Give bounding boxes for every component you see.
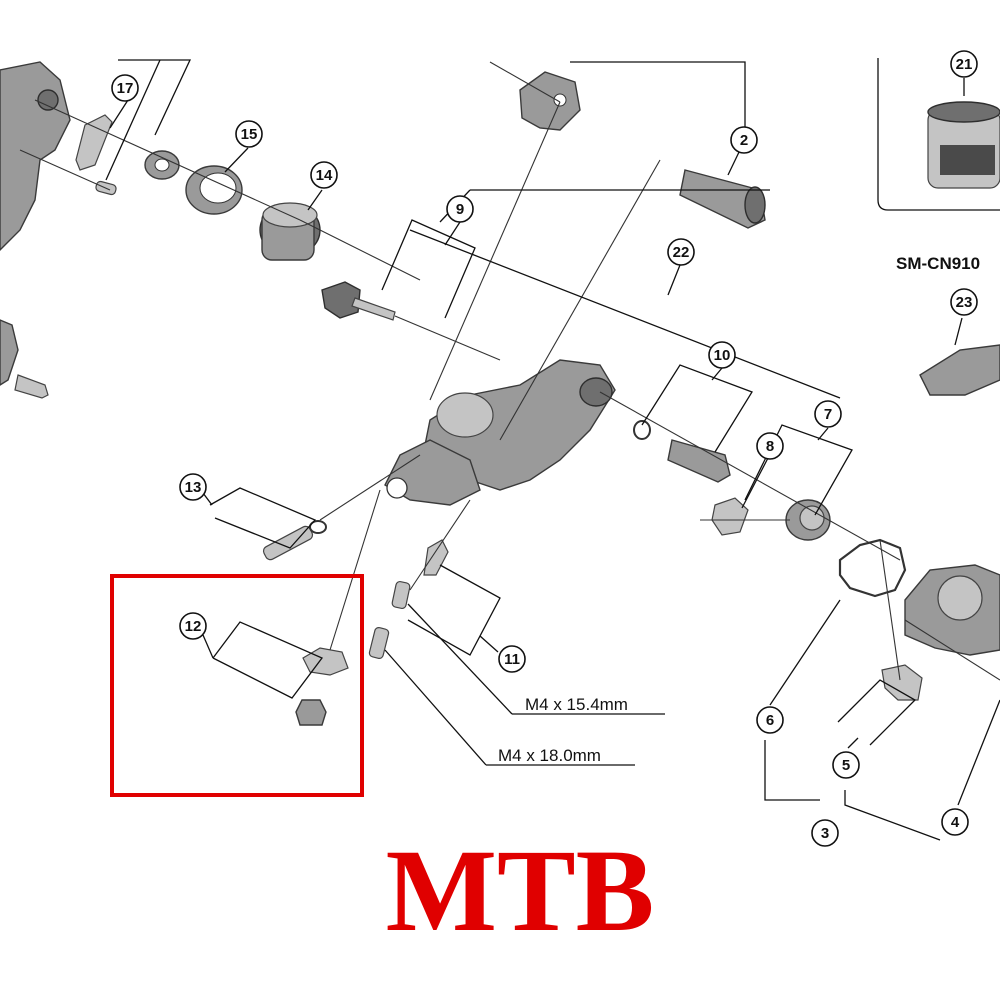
- part-11-bolt-long: [368, 627, 390, 659]
- svg-text:14: 14: [316, 167, 333, 184]
- part-8-clip: [711, 497, 749, 536]
- main-body-hole: [579, 377, 613, 407]
- part-9-lever: [321, 281, 361, 319]
- svg-text:22: 22: [673, 244, 690, 261]
- part-6-gasket: [838, 538, 907, 598]
- part-21-pot-label: [940, 145, 995, 175]
- svg-text:2: 2: [740, 132, 748, 149]
- part-2-axle: [679, 169, 766, 229]
- callout-8: 8: [756, 432, 784, 460]
- bracket-pin-part: [14, 374, 49, 399]
- part-2-axle-end: [744, 186, 766, 224]
- callout-13: 13: [179, 473, 207, 501]
- part-12-highlight-frame: [110, 574, 364, 797]
- callout-leaders: [105, 58, 1000, 841]
- top-cam-hole: [553, 93, 567, 107]
- part-11-bolt-short: [391, 580, 411, 610]
- parts-artwork: [0, 61, 1000, 726]
- callout-markers: 17 15 14 9 2 22 10 7: [111, 50, 978, 847]
- svg-text:12: 12: [185, 618, 202, 635]
- svg-text:17: 17: [117, 80, 134, 97]
- part-13-washer: [309, 520, 327, 534]
- main-body-barrel: [436, 392, 494, 438]
- part-7-face: [799, 505, 825, 531]
- callout-11: 11: [498, 645, 526, 673]
- svg-text:5: 5: [842, 757, 850, 774]
- callout-17: 17: [111, 74, 139, 102]
- part-12-bolt: [295, 699, 327, 726]
- bracket-arm-part: [0, 319, 19, 386]
- part-11-link: [423, 539, 449, 576]
- callout-15: 15: [235, 120, 263, 148]
- svg-text:3: 3: [821, 825, 829, 842]
- svg-text:7: 7: [824, 406, 832, 423]
- callout-22: 22: [667, 238, 695, 266]
- svg-text:6: 6: [766, 712, 774, 729]
- svg-text:4: 4: [951, 814, 960, 831]
- callout-3: 3: [811, 819, 839, 847]
- callout-10: 10: [708, 341, 736, 369]
- svg-text:23: 23: [956, 294, 973, 311]
- callout-12: 12: [179, 612, 207, 640]
- svg-text:13: 13: [185, 479, 202, 496]
- derailleur-bracket-part: [0, 61, 71, 251]
- callout-6: 6: [756, 706, 784, 734]
- bolt-long-dimension-label: M4 x 18.0mm: [498, 746, 601, 765]
- svg-text:11: 11: [504, 651, 520, 668]
- callout-7: 7: [814, 400, 842, 428]
- main-body-pivot-hole: [386, 477, 408, 499]
- callout-23: 23: [950, 288, 978, 316]
- part-17-spring-plate: [75, 114, 113, 171]
- top-cam-part: [519, 71, 581, 131]
- part-5-bracket: [881, 664, 923, 701]
- svg-text:9: 9: [456, 201, 464, 218]
- chain-model-label: SM-CN910: [896, 254, 980, 273]
- callout-5: 5: [832, 751, 860, 779]
- category-label: MTB: [386, 825, 655, 956]
- svg-text:21: 21: [956, 56, 973, 73]
- svg-text:8: 8: [766, 438, 774, 455]
- callout-4: 4: [941, 808, 969, 836]
- motor-unit-face: [937, 575, 983, 621]
- assembly-axes: [19, 61, 1000, 681]
- bracket-bolt-part: [37, 89, 59, 111]
- part-10-o-ring: [633, 420, 651, 440]
- bolt-short-dimension-label: M4 x 15.4mm: [525, 695, 628, 714]
- svg-text:10: 10: [714, 347, 731, 364]
- callout-9: 9: [446, 195, 474, 223]
- svg-text:15: 15: [241, 126, 258, 143]
- washer-hole: [154, 158, 170, 172]
- part-15-ring-hole: [199, 172, 237, 204]
- part-21-pot-lid: [927, 101, 1000, 123]
- callout-2: 2: [730, 126, 758, 154]
- part-10-pin: [667, 439, 731, 483]
- callout-21: 21: [950, 50, 978, 78]
- part-23-chain-link: [919, 344, 1000, 396]
- callout-14: 14: [310, 161, 338, 189]
- part-9-rod: [351, 297, 396, 321]
